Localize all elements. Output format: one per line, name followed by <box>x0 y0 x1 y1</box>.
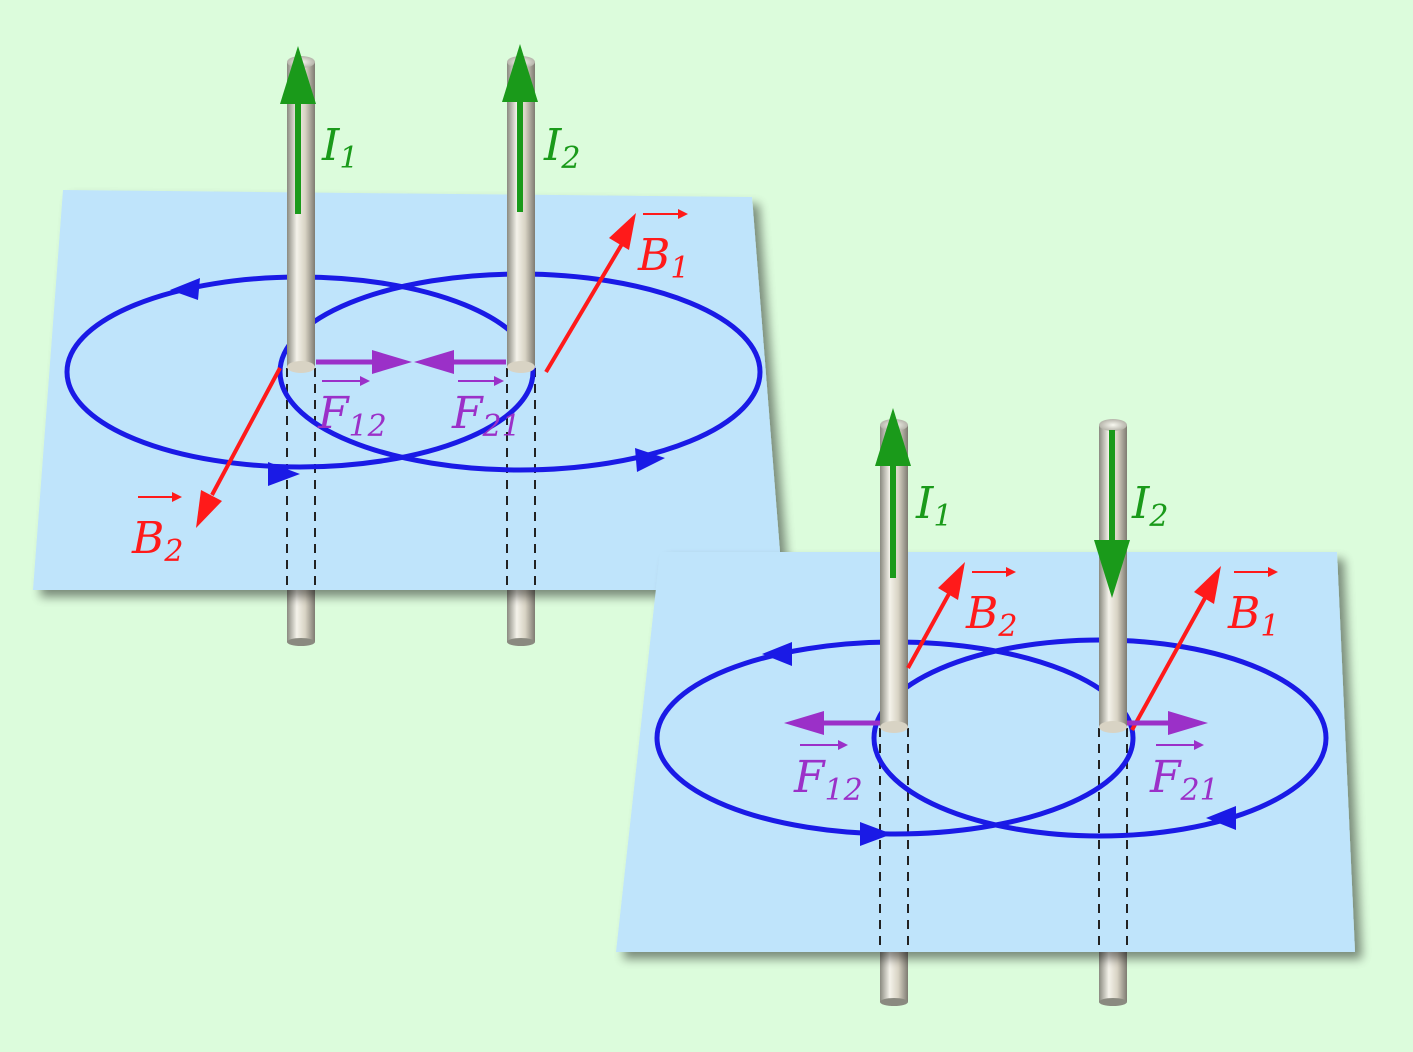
svg-text:B2: B2 <box>965 588 1017 644</box>
svg-text:B1: B1 <box>1227 588 1279 644</box>
dashed-projection-lines <box>286 368 536 592</box>
field-direction-arrow-icon <box>170 278 200 300</box>
svg-text:F12: F12 <box>793 752 863 808</box>
top-strip <box>0 0 1413 14</box>
field-direction-arrow-icon <box>762 642 792 666</box>
svg-text:F21: F21 <box>451 388 521 444</box>
current-arrow-icon <box>875 408 911 578</box>
current-arrow-icon <box>502 44 538 212</box>
label-F12: F12 <box>793 740 863 808</box>
label-I1: I1 <box>915 478 952 534</box>
svg-text:B1: B1 <box>637 230 689 286</box>
label-I1: I1 <box>321 120 358 176</box>
field-direction-arrow-icon <box>268 462 300 486</box>
field-direction-arrow-icon <box>1206 806 1236 830</box>
force-arrow-icon <box>784 711 880 735</box>
current-arrow-icon <box>280 46 316 214</box>
label-B2: B2 <box>131 492 183 569</box>
field-direction-arrow-icon <box>635 448 665 472</box>
svg-text:B2: B2 <box>131 513 183 569</box>
force-arrow-icon <box>414 350 506 374</box>
label-I2: I2 <box>1131 478 1168 534</box>
label-B1: B1 <box>637 209 689 286</box>
svg-text:F12: F12 <box>317 388 387 444</box>
field-arrow-icon <box>196 367 282 528</box>
label-B1: B1 <box>1227 567 1279 644</box>
panel-parallel-currents: I1 I2 B1 B2 F12 F21 <box>33 44 783 646</box>
field-arrow-icon <box>544 213 636 374</box>
label-F21: F21 <box>451 376 521 444</box>
field-direction-arrow-icon <box>860 822 892 846</box>
label-F12: F12 <box>317 376 387 444</box>
panel-antiparallel-currents: I1 I2 B2 B1 F12 F21 <box>616 408 1355 1006</box>
field-arrow-icon <box>906 562 965 669</box>
label-I2: I2 <box>543 120 580 176</box>
current-arrow-icon <box>1094 430 1130 598</box>
label-F21: F21 <box>1149 740 1219 808</box>
field-arrow-icon <box>1130 566 1221 731</box>
force-arrow-icon <box>316 350 412 374</box>
svg-text:F21: F21 <box>1149 752 1219 808</box>
label-B2: B2 <box>965 567 1017 644</box>
force-arrow-icon <box>1127 711 1208 735</box>
